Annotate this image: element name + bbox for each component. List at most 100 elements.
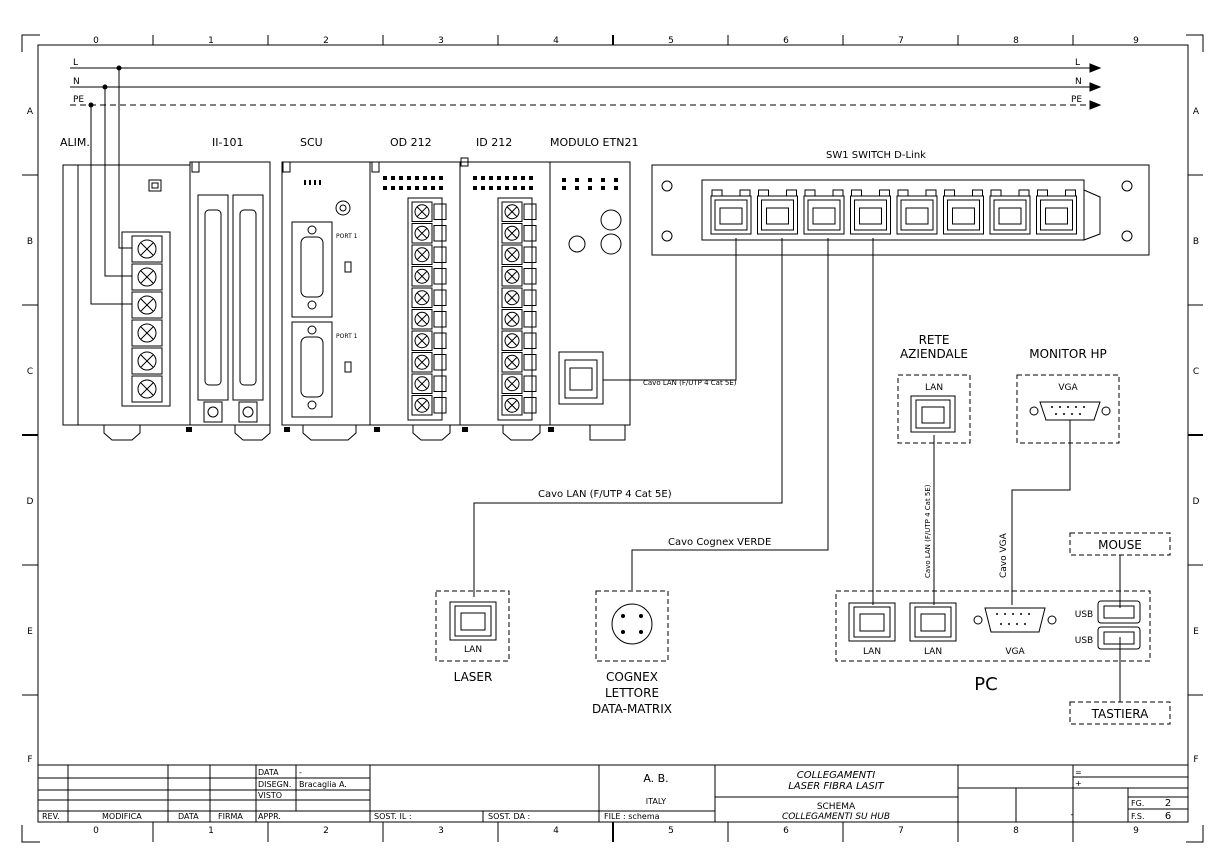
svg-text:VGA: VGA bbox=[1058, 383, 1078, 393]
svg-text:N: N bbox=[73, 77, 80, 87]
laser-label: LASER bbox=[454, 670, 493, 684]
terminal-screw bbox=[501, 223, 537, 244]
svg-text:AZIENDALE: AZIENDALE bbox=[900, 347, 968, 361]
svg-text:PORT 1: PORT 1 bbox=[336, 333, 358, 340]
svg-text:SOST. IL :: SOST. IL : bbox=[374, 812, 412, 821]
svg-text:5: 5 bbox=[668, 826, 674, 836]
svg-text:PC: PC bbox=[974, 674, 997, 695]
svg-text:1: 1 bbox=[208, 36, 214, 46]
svg-text:LASER FIBRA LASIT: LASER FIBRA LASIT bbox=[788, 781, 884, 792]
svg-text:F: F bbox=[1193, 755, 1198, 765]
svg-text:4: 4 bbox=[553, 826, 559, 836]
svg-text:A: A bbox=[1193, 107, 1200, 117]
terminal-screw bbox=[411, 223, 447, 244]
svg-text:ID 212: ID 212 bbox=[476, 136, 512, 149]
svg-text:7: 7 bbox=[898, 36, 904, 46]
rete-labels: RETE AZIENDALE LAN bbox=[900, 333, 968, 393]
switch-port bbox=[850, 189, 891, 235]
svg-text:Bracaglia A.: Bracaglia A. bbox=[299, 780, 347, 789]
svg-text:N: N bbox=[1075, 77, 1082, 87]
svg-text:F: F bbox=[27, 755, 32, 765]
switch-port bbox=[710, 189, 752, 235]
svg-text:8: 8 bbox=[1013, 826, 1019, 836]
svg-text:E: E bbox=[27, 627, 33, 637]
svg-text:VGA: VGA bbox=[1005, 647, 1025, 657]
svg-text:DATA: DATA bbox=[258, 768, 279, 777]
mouse-label: MOUSE bbox=[1098, 538, 1142, 552]
terminal-screw bbox=[501, 287, 537, 308]
switch-port bbox=[989, 189, 1031, 235]
svg-text:LETTORE: LETTORE bbox=[605, 686, 659, 700]
pc-labels: LAN LAN VGA USB USB PC bbox=[863, 610, 1093, 695]
svg-text:L: L bbox=[1075, 58, 1080, 68]
id212-terminals bbox=[501, 201, 537, 416]
terminal-screw bbox=[501, 244, 537, 265]
svg-text:RETE: RETE bbox=[919, 333, 950, 347]
svg-text:2: 2 bbox=[323, 36, 329, 46]
svg-text:2: 2 bbox=[1165, 798, 1171, 809]
terminal-screw bbox=[501, 201, 537, 222]
svg-text:USB: USB bbox=[1075, 610, 1093, 620]
laser-box bbox=[435, 590, 510, 662]
svg-text:PORT 1: PORT 1 bbox=[336, 233, 358, 240]
svg-text:0: 0 bbox=[93, 826, 99, 836]
svg-text:0: 0 bbox=[93, 36, 99, 46]
svg-text:FG.: FG. bbox=[1131, 799, 1144, 808]
svg-text:6: 6 bbox=[783, 826, 789, 836]
svg-text:REV.: REV. bbox=[42, 812, 60, 821]
svg-text:1: 1 bbox=[208, 826, 214, 836]
svg-text:-: - bbox=[1070, 810, 1073, 820]
switch-ports bbox=[710, 189, 1077, 235]
svg-text:Cavo LAN (F/UTP 4 Cat 5E): Cavo LAN (F/UTP 4 Cat 5E) bbox=[924, 484, 932, 578]
connector-pins bbox=[996, 406, 1085, 625]
svg-text:SCU: SCU bbox=[300, 136, 323, 149]
monitor-labels: MONITOR HP VGA bbox=[1029, 347, 1107, 393]
terminal-screw bbox=[411, 395, 447, 416]
cognex-pins bbox=[621, 614, 643, 634]
svg-text:ALIM.: ALIM. bbox=[60, 136, 90, 149]
title-block-text: DATA - DISEGN. Bracaglia A. VISTO APPR. … bbox=[42, 768, 1144, 821]
svg-text:COGNEX: COGNEX bbox=[606, 670, 658, 684]
svg-text:PE: PE bbox=[73, 95, 84, 105]
svg-text:8: 8 bbox=[1013, 36, 1019, 46]
switch-port bbox=[757, 189, 798, 235]
terminal-screw bbox=[501, 330, 537, 351]
scu-port-labels: PORT 1 PORT 1 bbox=[336, 233, 358, 340]
terminal-screw bbox=[411, 244, 447, 265]
svg-text:E: E bbox=[1193, 627, 1199, 637]
svg-text:C: C bbox=[1193, 367, 1199, 377]
terminal-screw bbox=[501, 373, 537, 394]
svg-text:FILE : schema: FILE : schema bbox=[604, 812, 660, 821]
rete-aziendale-box bbox=[897, 374, 971, 444]
svg-text:6: 6 bbox=[1165, 811, 1171, 822]
svg-text:LAN: LAN bbox=[925, 383, 943, 393]
terminal-screw bbox=[411, 287, 447, 308]
switch-title: SW1 SWITCH D-Link bbox=[826, 150, 926, 161]
svg-text:C: C bbox=[27, 367, 33, 377]
title-block-grid bbox=[38, 764, 1188, 822]
cable-labels: Cavo LAN (F/UTP 4 Cat 5E) Cavo LAN (F/UT… bbox=[538, 379, 1009, 578]
svg-text:-: - bbox=[299, 768, 302, 777]
terminal-screw bbox=[411, 309, 447, 330]
svg-text:II-101: II-101 bbox=[212, 136, 243, 149]
svg-text:DATA-MATRIX: DATA-MATRIX bbox=[592, 702, 672, 716]
mouse-tastiera-boxes bbox=[1069, 532, 1171, 725]
svg-text:4: 4 bbox=[553, 36, 559, 46]
column-labels: 0 1 2 3 4 5 6 7 8 9 0 1 2 3 4 5 6 7 8 9 bbox=[93, 36, 1139, 836]
svg-text:3: 3 bbox=[438, 826, 444, 836]
sheet-frame bbox=[21, 34, 1204, 843]
svg-text:USB: USB bbox=[1075, 636, 1093, 646]
pc-box bbox=[835, 590, 1151, 662]
plc-rack bbox=[62, 157, 631, 441]
terminal-screw bbox=[411, 373, 447, 394]
svg-text:VISTO: VISTO bbox=[258, 791, 282, 800]
switch-port bbox=[896, 189, 938, 235]
svg-text:Cavo Cognex VERDE: Cavo Cognex VERDE bbox=[668, 537, 771, 548]
svg-text:+: + bbox=[1075, 779, 1082, 788]
svg-text:2: 2 bbox=[323, 826, 329, 836]
switch-d-link bbox=[651, 164, 1150, 256]
svg-text:APPR.: APPR. bbox=[258, 812, 281, 821]
terminal-screw bbox=[411, 330, 447, 351]
svg-text:6: 6 bbox=[783, 36, 789, 46]
